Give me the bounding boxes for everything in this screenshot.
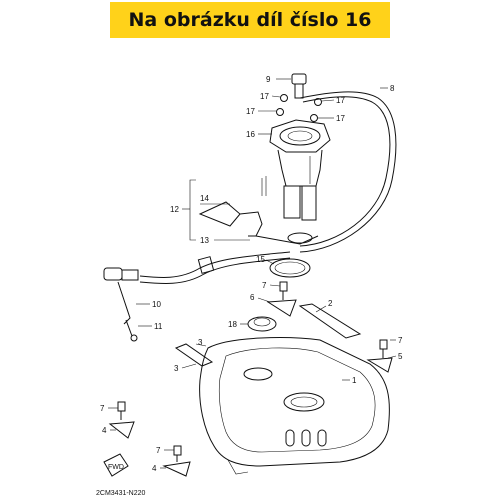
label-15: 15 [256, 255, 265, 264]
label-17: 17 [336, 114, 345, 123]
label-6: 6 [250, 293, 255, 302]
part-10-hose [103, 251, 291, 325]
fuel-pump-body [261, 149, 323, 221]
label-12: 12 [170, 205, 179, 214]
part-18-cap-ring [240, 316, 277, 332]
diagram-code: 2CM3431-N220 [96, 490, 146, 497]
label-7: 7 [156, 446, 161, 455]
part-7-6-bolt-bracket [257, 281, 297, 317]
part-12-bracket [182, 179, 196, 241]
label-7: 7 [262, 281, 267, 290]
label-16: 16 [246, 130, 255, 139]
part-14-13-sender [198, 201, 319, 245]
label-7: 7 [398, 336, 403, 345]
part-1-fuel-tank [199, 337, 390, 475]
part-7-4-bottom [160, 445, 191, 477]
part-7-5-right [366, 339, 397, 373]
label-1: 1 [352, 376, 357, 385]
part-11-bolt [125, 319, 152, 342]
label-2: 2 [328, 299, 333, 308]
bolts-17 [258, 94, 335, 122]
label-11: 11 [154, 322, 163, 331]
label-9: 9 [266, 75, 271, 84]
label-3: 3 [174, 364, 179, 373]
label-17: 17 [246, 107, 255, 116]
label-17: 17 [336, 96, 345, 105]
label-18: 18 [228, 320, 237, 329]
title-banner: Na obrázku díl číslo 16 [110, 2, 390, 38]
label-13: 13 [200, 236, 209, 245]
label-5: 5 [398, 352, 403, 361]
label-10: 10 [152, 300, 161, 309]
label-3: 3 [198, 338, 203, 347]
part-9-cap [276, 73, 307, 99]
label-7: 7 [100, 404, 105, 413]
part-7-4-left [108, 401, 135, 439]
label-4: 4 [152, 464, 157, 473]
label-14: 14 [200, 194, 209, 203]
part-16-pump-plate [258, 119, 331, 153]
part-15-gasket [265, 258, 311, 278]
fwd-label: FWD [108, 464, 124, 471]
title-text: Na obrázku díl číslo 16 [128, 9, 372, 31]
part-2-pad [298, 303, 362, 339]
part-8-breather-hose [299, 87, 397, 253]
label-4: 4 [102, 426, 107, 435]
label-17: 17 [260, 92, 269, 101]
fwd-arrow: FWD [103, 453, 129, 477]
part-3-dampers [174, 343, 214, 369]
label-8: 8 [390, 84, 395, 93]
